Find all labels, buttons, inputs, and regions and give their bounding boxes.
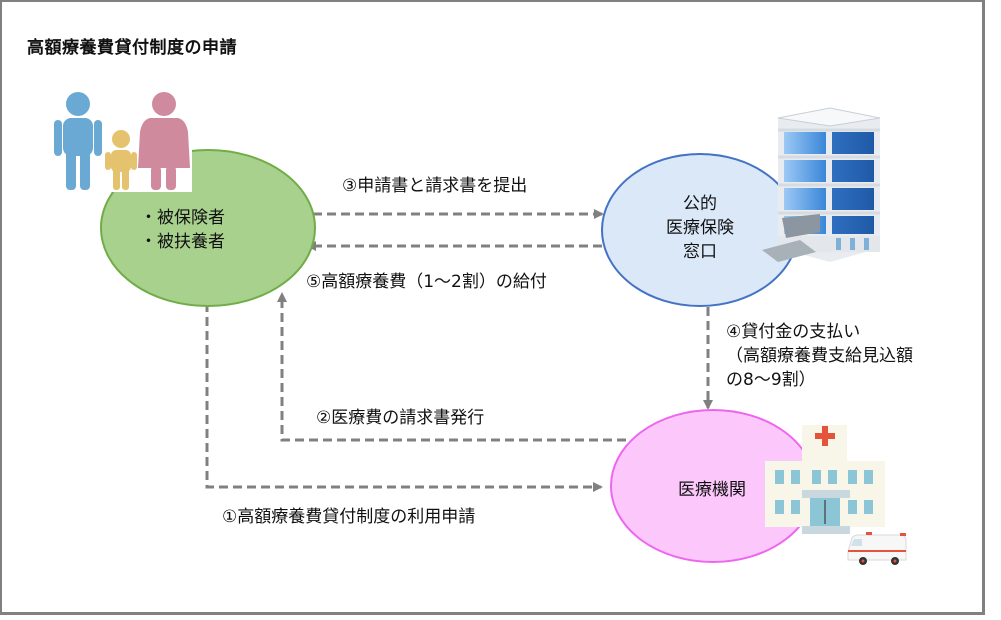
insurer-line-2: 医療保険 [666, 218, 734, 238]
medical-label: 医療機関 [660, 478, 764, 502]
step-4-line-2: （高額療養費支給見込額 [726, 346, 913, 366]
insurer-line-1: 公的 [683, 194, 717, 214]
family-icon [52, 88, 192, 192]
step-5-label: ⑤高額療養費（1〜2割）の給付 [306, 272, 547, 292]
arrow-step-1 [205, 303, 603, 492]
office-building-icon [762, 107, 881, 262]
hospital-icon [765, 425, 885, 534]
step-4-line-3: の8〜9割） [726, 370, 816, 390]
medical-line-1: 医療機関 [678, 480, 746, 500]
ambulance-icon [847, 532, 907, 565]
insured-label: ・被保険者 ・被扶養者 [140, 206, 225, 254]
step-4-label: ④貸付金の支払い （高額療養費支給見込額 の8〜9割） [726, 320, 913, 392]
insured-line-2: ・被扶養者 [140, 232, 225, 252]
step-3-label: ③申請書と請求書を提出 [342, 176, 528, 196]
step-1-label: ①高額療養費貸付制度の利用申請 [222, 507, 476, 527]
insured-line-1: ・被保険者 [140, 208, 225, 228]
insurer-label: 公的 医療保険 窓口 [658, 192, 742, 264]
arrow-step-2 [277, 292, 626, 442]
insurer-line-3: 窓口 [683, 242, 717, 262]
step-2-label: ②医療費の請求書発行 [316, 408, 485, 428]
step-4-line-1: ④貸付金の支払い [726, 322, 861, 342]
diagram-title: 高額療養費貸付制度の申請 [27, 38, 237, 58]
